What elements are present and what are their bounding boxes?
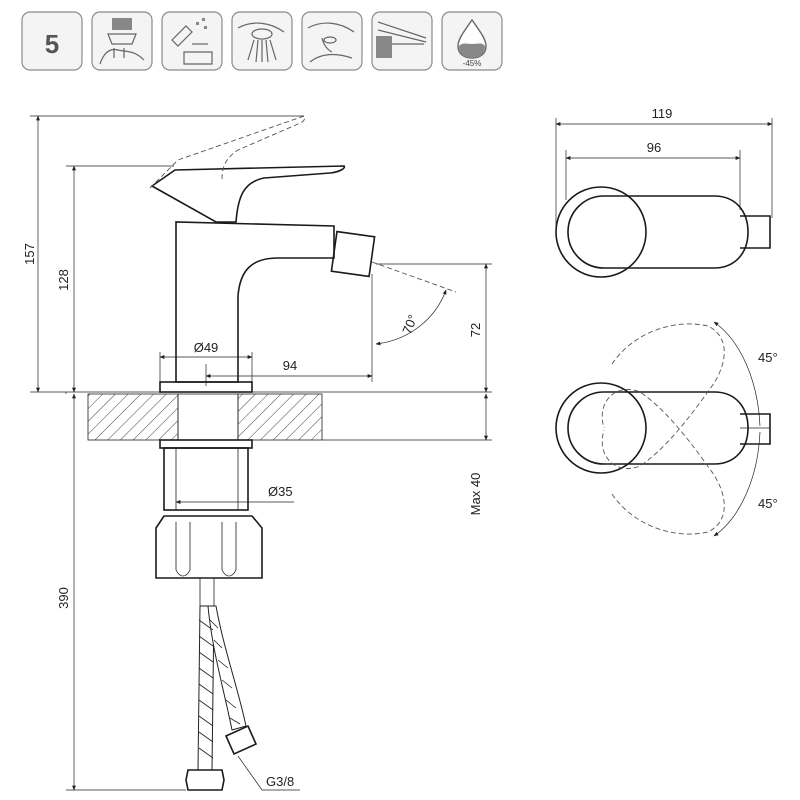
countertop-section	[87, 393, 323, 579]
top-lever	[567, 195, 749, 269]
dim-width-96: 96	[647, 140, 661, 155]
dim-swivel-down-45: 45°	[758, 496, 778, 511]
dim-reach-94: 94	[283, 358, 297, 373]
warranty-years-label: 5	[45, 29, 59, 59]
hose-right	[207, 605, 247, 731]
mounting-nut	[155, 515, 263, 579]
lever-raised-dashed	[149, 115, 306, 189]
countertop-right	[237, 393, 323, 441]
dim-128: 128	[56, 269, 71, 291]
washer	[159, 439, 253, 449]
supply-hoses	[185, 577, 258, 791]
dim-diameter-49: Ø49	[194, 340, 219, 355]
countertop-left	[87, 393, 179, 441]
warranty-icon: 5	[21, 11, 83, 71]
easy-clean-icon	[161, 11, 223, 71]
spray-jet-icon	[231, 11, 293, 71]
top-view-straight: 119 96	[555, 106, 773, 278]
connector-right	[224, 724, 258, 756]
lever-handle	[150, 165, 346, 223]
top-base-circle	[555, 186, 647, 278]
dim-height-72: 72	[468, 323, 483, 337]
dim-swivel-up-45: 45°	[758, 350, 778, 365]
shank	[163, 447, 249, 511]
dim-max-40: Max 40	[468, 473, 483, 516]
swivel-lever	[567, 391, 749, 465]
swivel-base-circle	[555, 382, 647, 474]
water-saving-label: -45%	[463, 59, 482, 68]
water-saving-drop-icon: -45%	[441, 11, 503, 71]
top-nozzle	[740, 215, 771, 249]
top-view-swivel: 45° 45°	[555, 321, 778, 537]
bidet-nozzle	[330, 230, 376, 278]
icon-row: 5	[21, 11, 503, 71]
connector-left	[185, 769, 225, 791]
dim-thread-g38: G3/8	[266, 774, 294, 789]
dim-157: 157	[22, 243, 37, 265]
swivel-lever-up-dashed	[601, 323, 725, 470]
dim-diameter-35: Ø35	[268, 484, 293, 499]
swivel-lever-down-dashed	[601, 388, 725, 535]
dim-angle-70: 70°	[399, 312, 420, 336]
aerator-cleaning-icon	[91, 11, 153, 71]
side-dimensions: 157 128 Ø49 94 70° 72 Max 40 Ø35	[22, 115, 492, 791]
gentle-flow-icon	[301, 11, 363, 71]
dim-width-119: 119	[652, 106, 673, 121]
dim-length-390: 390	[56, 587, 71, 609]
single-lever-icon	[371, 11, 433, 71]
faucet-body	[175, 221, 335, 383]
